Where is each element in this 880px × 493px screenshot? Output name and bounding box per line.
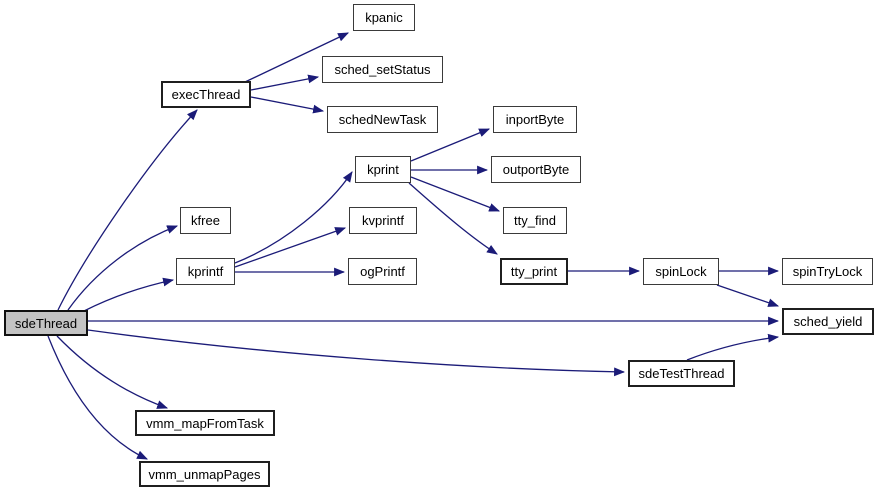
edge-sdethread-to-execthread — [57, 109, 198, 311]
node-vmm-mapfromtask[interactable]: vmm_mapFromTask — [135, 410, 275, 436]
edge-execthread-to-kpanic — [244, 32, 349, 83]
edge-sdethread-to-kprintf — [83, 277, 175, 312]
node-kfree[interactable]: kfree — [180, 207, 231, 234]
edge-kprint-to-inportbyte — [410, 128, 491, 162]
node-kprintf[interactable]: kprintf — [176, 258, 235, 285]
node-spintrylock[interactable]: spinTryLock — [782, 258, 873, 285]
edge-sdethread-to-sdetestthread — [87, 329, 626, 377]
edge-execthread-to-sched-setstatus — [250, 74, 320, 91]
edge-kprint-to-tty-print — [408, 182, 498, 255]
node-ogprintf[interactable]: ogPrintf — [348, 258, 417, 285]
node-spinlock[interactable]: spinLock — [643, 258, 719, 285]
node-execthread[interactable]: execThread — [161, 81, 251, 108]
node-kvprintf[interactable]: kvprintf — [349, 207, 417, 234]
node-vmm-unmappages[interactable]: vmm_unmapPages — [139, 461, 270, 487]
node-schednewtask[interactable]: schedNewTask — [327, 106, 438, 133]
edge-kprintf-to-kprint — [234, 171, 353, 264]
node-tty-print[interactable]: tty_print — [500, 258, 568, 285]
edge-sdethread-to-kfree — [67, 225, 179, 311]
node-sched-yield[interactable]: sched_yield — [782, 308, 874, 335]
edge-kprintf-to-kvprintf — [234, 227, 347, 268]
node-sdetestthread[interactable]: sdeTestThread — [628, 360, 735, 387]
node-outportbyte[interactable]: outportByte — [491, 156, 581, 183]
edge-sdethread-to-vmm-mapfromtask — [56, 335, 169, 409]
edge-sdetestthread-to-sched-yield — [686, 333, 780, 361]
edge-sdethread-to-vmm-unmappages — [47, 335, 148, 460]
node-inportbyte[interactable]: inportByte — [493, 106, 577, 133]
edge-kprint-to-tty-find — [410, 176, 501, 212]
node-sched-setstatus[interactable]: sched_setStatus — [322, 56, 443, 83]
edge-spinlock-to-sched-yield — [716, 284, 780, 307]
edge-execthread-to-schednewtask — [250, 96, 325, 114]
node-tty-find[interactable]: tty_find — [503, 207, 567, 234]
node-sdethread-root: sdeThread — [4, 310, 88, 336]
node-kprint[interactable]: kprint — [355, 156, 411, 183]
node-kpanic[interactable]: kpanic — [353, 4, 415, 31]
